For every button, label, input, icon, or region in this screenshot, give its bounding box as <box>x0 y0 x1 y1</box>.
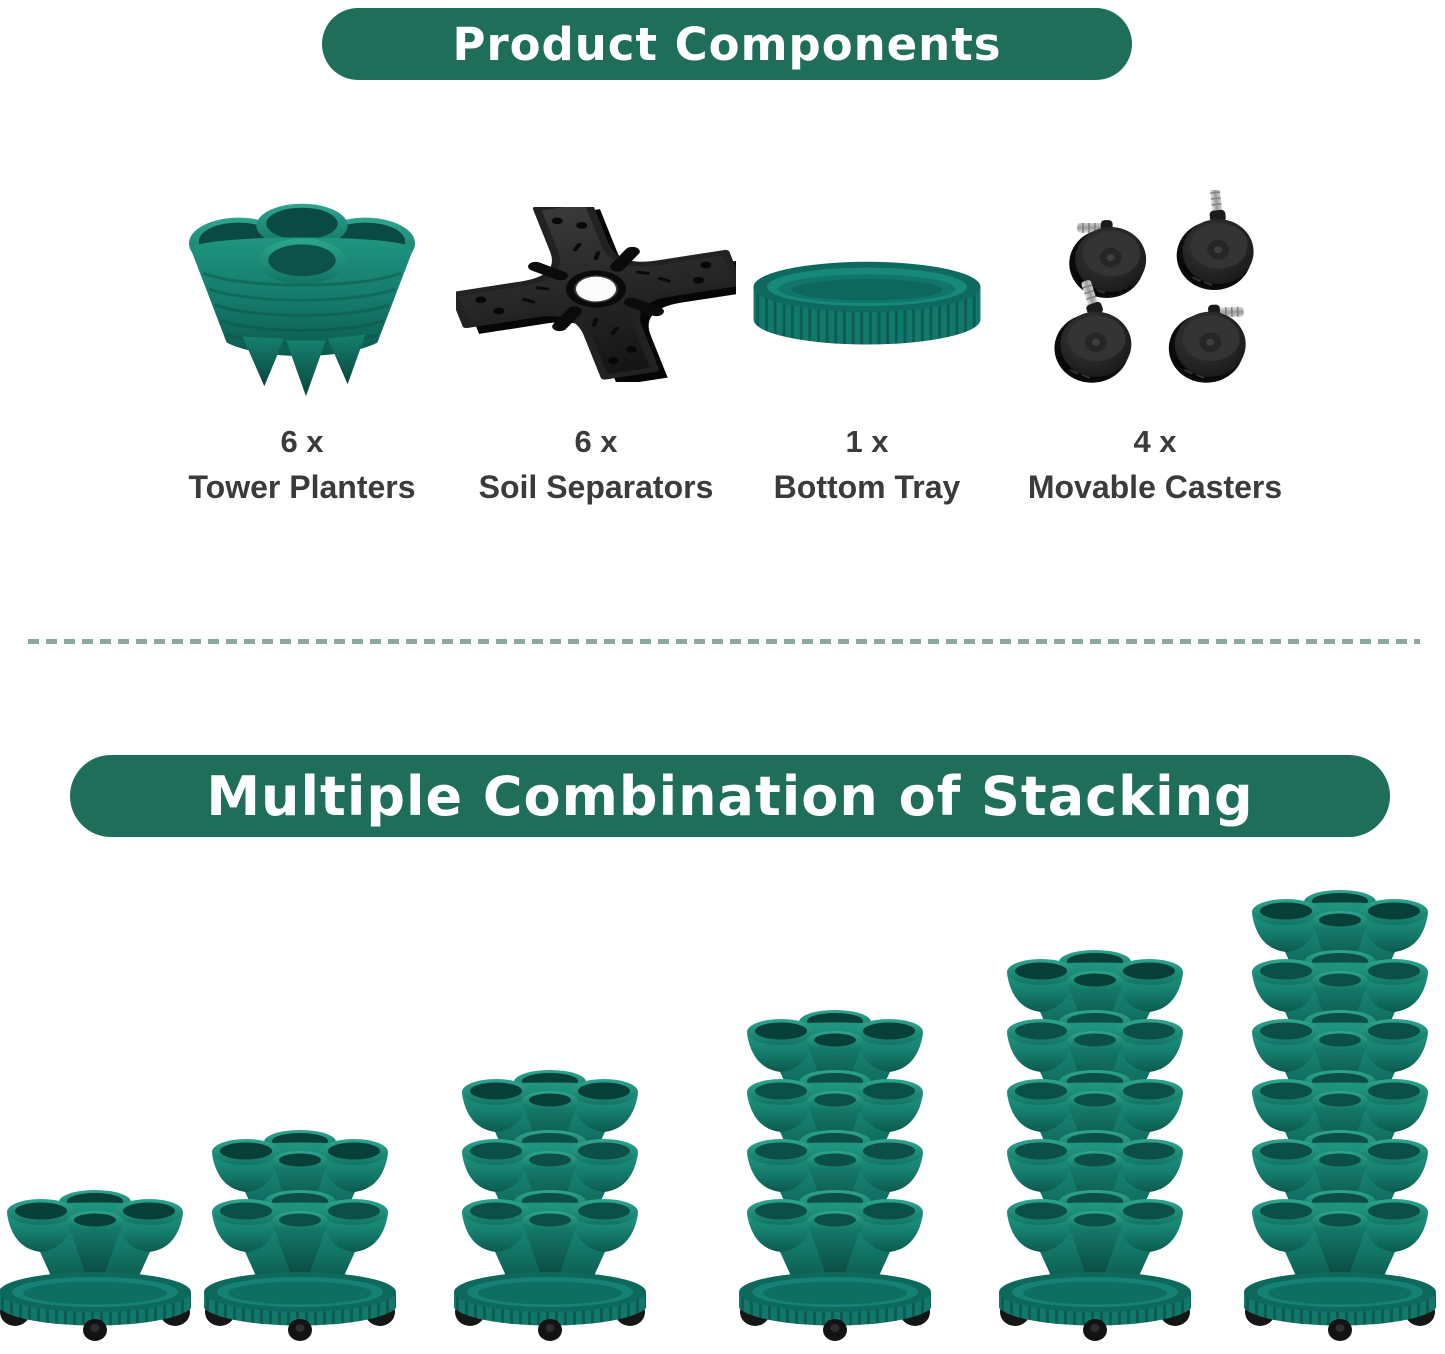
stack-tower-1-tier <box>0 1188 195 1347</box>
caster-wheel <box>1054 280 1132 383</box>
component-bottom-tray: 1 x Bottom Tray <box>717 163 1017 513</box>
component-qty: 6 x <box>280 424 324 459</box>
stack-tower-6-tier <box>1240 888 1440 1347</box>
tower-base <box>454 1272 646 1341</box>
stack-tower-svg <box>1244 890 1436 1341</box>
stack-tower-svg <box>454 1070 646 1341</box>
planter-tier <box>747 1190 923 1282</box>
tower-planters-illustration <box>188 203 416 396</box>
caster-wheel <box>1176 190 1254 291</box>
bottom-tray-illustration <box>753 261 981 344</box>
component-label: Tower Planters <box>188 469 416 506</box>
component-qty: 1 x <box>845 424 889 459</box>
tower-base <box>999 1272 1191 1341</box>
tower-base <box>204 1272 396 1341</box>
component-qty: 4 x <box>1133 424 1177 459</box>
stack-tower-svg <box>204 1130 396 1341</box>
component-soil-separators: 6 x Soil Separators <box>446 163 746 513</box>
planter-tier <box>1252 1070 1428 1162</box>
component-qty: 6 x <box>574 424 618 459</box>
component-tower-planters: 6 x Tower Planters <box>152 163 452 513</box>
component-movable-casters: 4 x Movable Casters <box>1005 163 1305 513</box>
planter-tier <box>1007 1190 1183 1282</box>
section-title-product-components: Product Components <box>322 8 1132 80</box>
casters-illustration <box>1054 190 1254 383</box>
section-title-stacking-combinations: Multiple Combination of Stacking <box>70 755 1390 837</box>
stack-tower-svg <box>739 1010 931 1341</box>
stack-tower-3-tier <box>450 1068 650 1347</box>
stack-tower-4-tier <box>735 1008 935 1347</box>
component-label: Movable Casters <box>1027 469 1283 506</box>
tower-base <box>739 1272 931 1341</box>
stack-tower-svg <box>0 1190 191 1341</box>
tower-planters-icon <box>183 163 421 425</box>
stack-tower-2-tier <box>200 1128 400 1347</box>
planter-tier <box>7 1190 183 1282</box>
tower-base <box>0 1272 191 1341</box>
planter-tier <box>212 1190 388 1282</box>
bottom-tray-icon <box>742 163 992 425</box>
dashed-divider <box>28 639 1420 644</box>
stack-tower-svg <box>999 950 1191 1341</box>
component-label: Soil Separators <box>478 469 714 506</box>
soil-separator-illustration <box>456 206 736 382</box>
component-label: Bottom Tray <box>773 469 961 506</box>
planter-tier <box>1252 1190 1428 1282</box>
tower-base <box>1244 1272 1436 1341</box>
planter-tier <box>462 1190 638 1282</box>
soil-separators-icon <box>456 163 736 425</box>
planter-tier <box>462 1130 638 1222</box>
movable-casters-icon <box>1017 163 1293 425</box>
caster-wheel <box>1168 304 1246 383</box>
stack-tower-5-tier <box>995 948 1195 1347</box>
